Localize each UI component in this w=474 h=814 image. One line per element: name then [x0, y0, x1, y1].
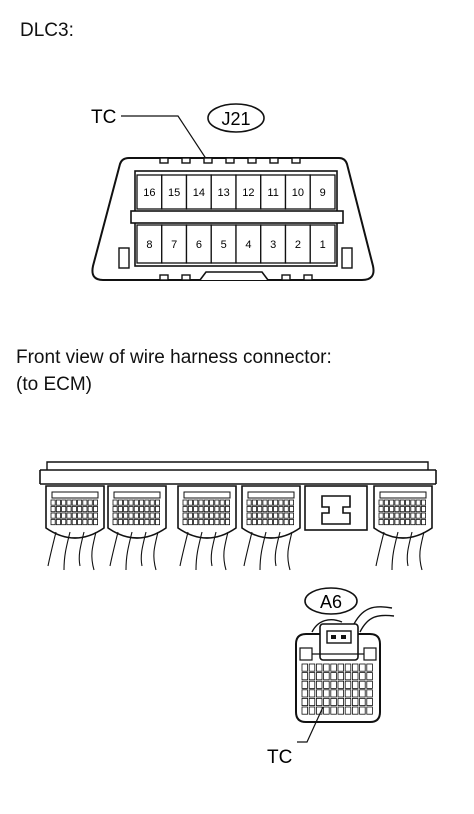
a6-label: A6	[320, 592, 342, 612]
dlc3-pin-label: 9	[320, 187, 326, 199]
dlc3-tc-label: TC	[91, 107, 116, 128]
dlc3-pin-10: 10	[284, 174, 311, 210]
dlc3-pin-label: 11	[267, 187, 278, 199]
ecm-heading-line2: (to ECM)	[16, 374, 92, 395]
dlc3-pin-label: 12	[242, 187, 254, 199]
dlc3-pin-label: 16	[143, 187, 155, 199]
a6-tag	[304, 587, 358, 615]
a6-tc-label: TC	[267, 747, 292, 768]
ecm-connector-block	[39, 461, 437, 571]
dlc3-pin-14: 14	[185, 174, 212, 210]
dlc3-pin-label: 15	[168, 187, 180, 199]
dlc3-pin-2: 2	[284, 224, 311, 264]
ecm-plug	[45, 485, 105, 571]
dlc3-pin-label: 14	[193, 187, 205, 199]
dlc3-title: DLC3:	[20, 20, 74, 41]
a6-tc-leader	[297, 706, 324, 743]
a6-connector: A6 TC	[267, 587, 395, 768]
dlc3-pin-13: 13	[210, 174, 237, 210]
dlc3-pin-9: 9	[309, 174, 336, 210]
dlc3-pin-label: 6	[196, 239, 202, 251]
dlc3-pin-label: 1	[320, 239, 326, 251]
dlc3-pin-6: 6	[185, 224, 212, 264]
dlc3-pin-3: 3	[260, 224, 287, 264]
dlc3-pin-12: 12	[235, 174, 262, 210]
ecm-heading-line1: Front view of wire harness connector:	[16, 347, 332, 368]
ecm-plug	[373, 485, 433, 571]
dlc3-pin-5: 5	[210, 224, 237, 264]
dlc3-pin-label: 13	[218, 187, 230, 199]
dlc3-pin-row-top: 16 15 14 13 12 11 10 9	[136, 174, 336, 210]
dlc3-pin-15: 15	[161, 174, 188, 210]
j21-label: J21	[221, 109, 250, 129]
dlc3-pin-11: 11	[260, 174, 287, 210]
dlc3-pin-row-bottom: 8 7 6 5 4 3 2 1	[136, 224, 336, 264]
dlc3-pin-4: 4	[235, 224, 262, 264]
dlc3-pin-label: 7	[171, 239, 177, 251]
dlc3-pin-16: 16	[136, 174, 163, 210]
dlc3-pin-label: 5	[221, 239, 227, 251]
dlc3-pin-8: 8	[136, 224, 163, 264]
dlc3-connector: J21 TC 16 15 14 13 12 1	[91, 103, 375, 281]
dlc3-pin-label: 10	[292, 187, 304, 199]
dlc3-pin-label: 3	[270, 239, 276, 251]
j21-tag	[207, 103, 265, 133]
ecm-plug	[177, 485, 237, 571]
dlc3-pin-label: 2	[295, 239, 301, 251]
dlc3-pin-1: 1	[309, 224, 336, 264]
dlc3-pin-label: 4	[245, 239, 251, 251]
ecm-plug	[241, 485, 301, 571]
dlc3-pin-7: 7	[161, 224, 188, 264]
ecm-plug	[107, 485, 167, 571]
dlc3-pin-label: 8	[146, 239, 152, 251]
